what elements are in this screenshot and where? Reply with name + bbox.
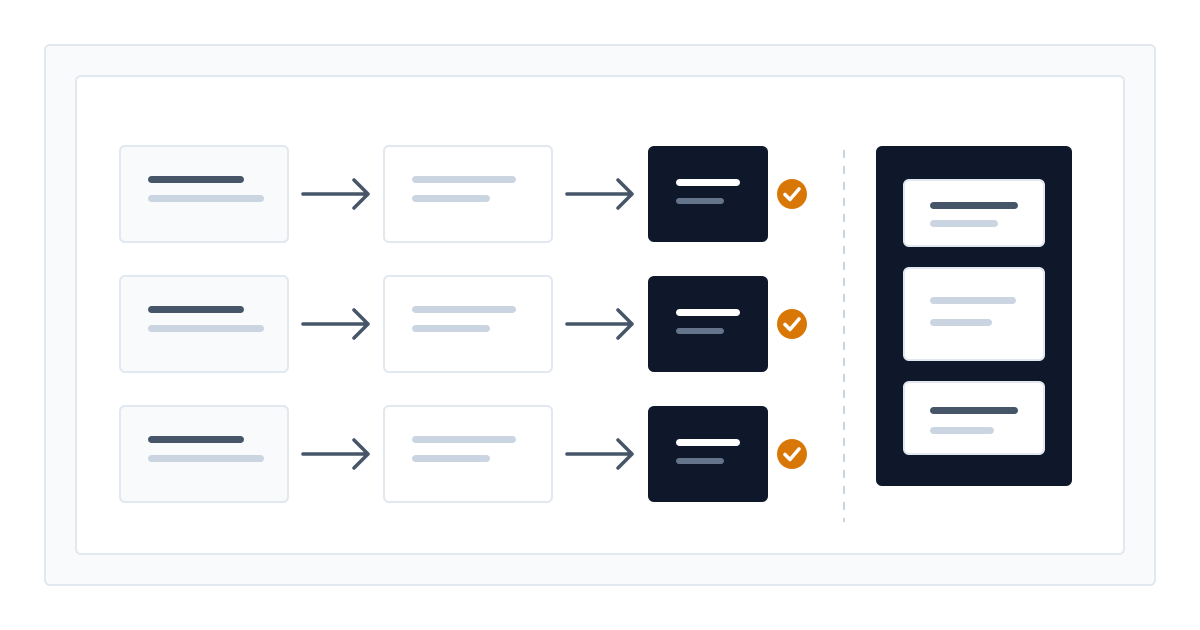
arrow-right-icon [565, 178, 634, 210]
result-item-card [903, 381, 1045, 455]
pending-card-subtitle-line [412, 325, 490, 332]
completed-card [648, 406, 768, 502]
result-item-card [903, 267, 1045, 361]
completed-card-subtitle-line [676, 198, 724, 204]
completed-card-subtitle-line [676, 328, 724, 334]
check-circle-icon [777, 439, 807, 469]
source-card [119, 405, 289, 503]
pending-card [383, 145, 553, 243]
pending-card-title-line [412, 176, 516, 183]
result-item-title-line [930, 297, 1016, 304]
pending-card-title-line [412, 306, 516, 313]
pending-card-subtitle-line [412, 455, 490, 462]
source-card-title-line [148, 306, 244, 313]
pending-card-subtitle-line [412, 195, 490, 202]
completed-card-subtitle-line [676, 458, 724, 464]
pending-card [383, 405, 553, 503]
arrow-right-icon [565, 438, 634, 470]
completed-card-title-line [676, 439, 740, 446]
source-card [119, 275, 289, 373]
source-card-subtitle-line [148, 195, 264, 202]
source-card-title-line [148, 176, 244, 183]
result-item-subtitle-line [930, 220, 998, 227]
result-item-title-line [930, 407, 1018, 414]
dashed-divider [843, 150, 845, 522]
completed-card-title-line [676, 179, 740, 186]
result-item-subtitle-line [930, 427, 994, 434]
result-panel [876, 146, 1072, 486]
arrow-right-icon [565, 308, 634, 340]
result-item-subtitle-line [930, 319, 992, 326]
source-card-subtitle-line [148, 455, 264, 462]
pending-card [383, 275, 553, 373]
completed-card-title-line [676, 309, 740, 316]
pending-card-title-line [412, 436, 516, 443]
completed-card [648, 276, 768, 372]
result-item-card [903, 179, 1045, 247]
arrow-right-icon [301, 438, 370, 470]
result-item-title-line [930, 202, 1018, 209]
completed-card [648, 146, 768, 242]
source-card-subtitle-line [148, 325, 264, 332]
source-card-title-line [148, 436, 244, 443]
check-circle-icon [777, 179, 807, 209]
arrow-right-icon [301, 178, 370, 210]
source-card [119, 145, 289, 243]
check-circle-icon [777, 309, 807, 339]
arrow-right-icon [301, 308, 370, 340]
